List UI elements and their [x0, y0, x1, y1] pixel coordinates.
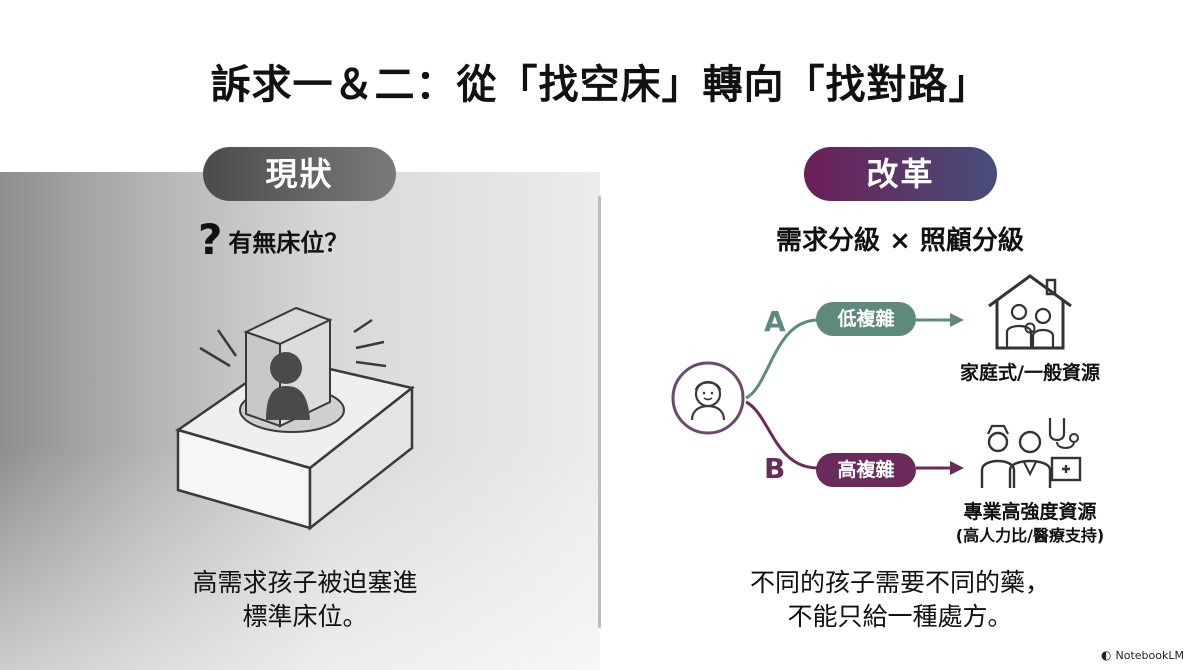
panel-divider	[598, 196, 601, 628]
branch-b-letter: B	[764, 452, 786, 485]
reform-subtitle: 需求分級 × 照顧分級	[776, 226, 1024, 256]
branch-lines	[745, 313, 964, 475]
branch-a-letter: A	[764, 305, 786, 338]
person-in-box-icon	[175, 306, 415, 531]
high-complexity-tag: 高複雜	[816, 453, 916, 487]
bed-question: ? 有無床位？	[198, 218, 348, 262]
child-face-icon	[671, 361, 745, 435]
medical-team-icon	[980, 418, 1082, 488]
footer-brand-text: NotebookLM	[1115, 648, 1184, 662]
notebooklm-logo-icon: ◐	[1101, 648, 1112, 662]
current-state-caption-line1: 高需求孩子被迫塞進	[192, 568, 418, 597]
page-title: 訴求一＆二：從「找空床」轉向「找對路」	[210, 62, 990, 108]
current-state-badge: 現狀	[203, 147, 396, 201]
reform-caption-line1: 不同的孩子需要不同的藥，	[749, 568, 1050, 597]
current-state-caption: 高需求孩子被迫塞進 標準床位。	[140, 566, 470, 634]
current-state-caption-line2: 標準床位。	[242, 602, 368, 631]
professional-resource-label: 專業高強度資源	[963, 501, 1097, 523]
low-complexity-tag: 低複雜	[816, 302, 916, 336]
reform-caption-line2: 不能只給一種處方。	[787, 602, 1013, 631]
professional-resource-note: (高人力比/醫療支持)	[955, 526, 1105, 545]
bed-question-text: 有無床位？	[228, 228, 349, 257]
footer-brand: ◐ NotebookLM	[1101, 648, 1184, 662]
question-mark-icon: ?	[198, 215, 223, 264]
reform-caption: 不同的孩子需要不同的藥， 不能只給一種處方。	[700, 566, 1100, 634]
reform-badge: 改革	[804, 147, 997, 201]
home-resource-label: 家庭式/一般資源	[960, 362, 1100, 384]
family-house-icon	[988, 274, 1072, 350]
